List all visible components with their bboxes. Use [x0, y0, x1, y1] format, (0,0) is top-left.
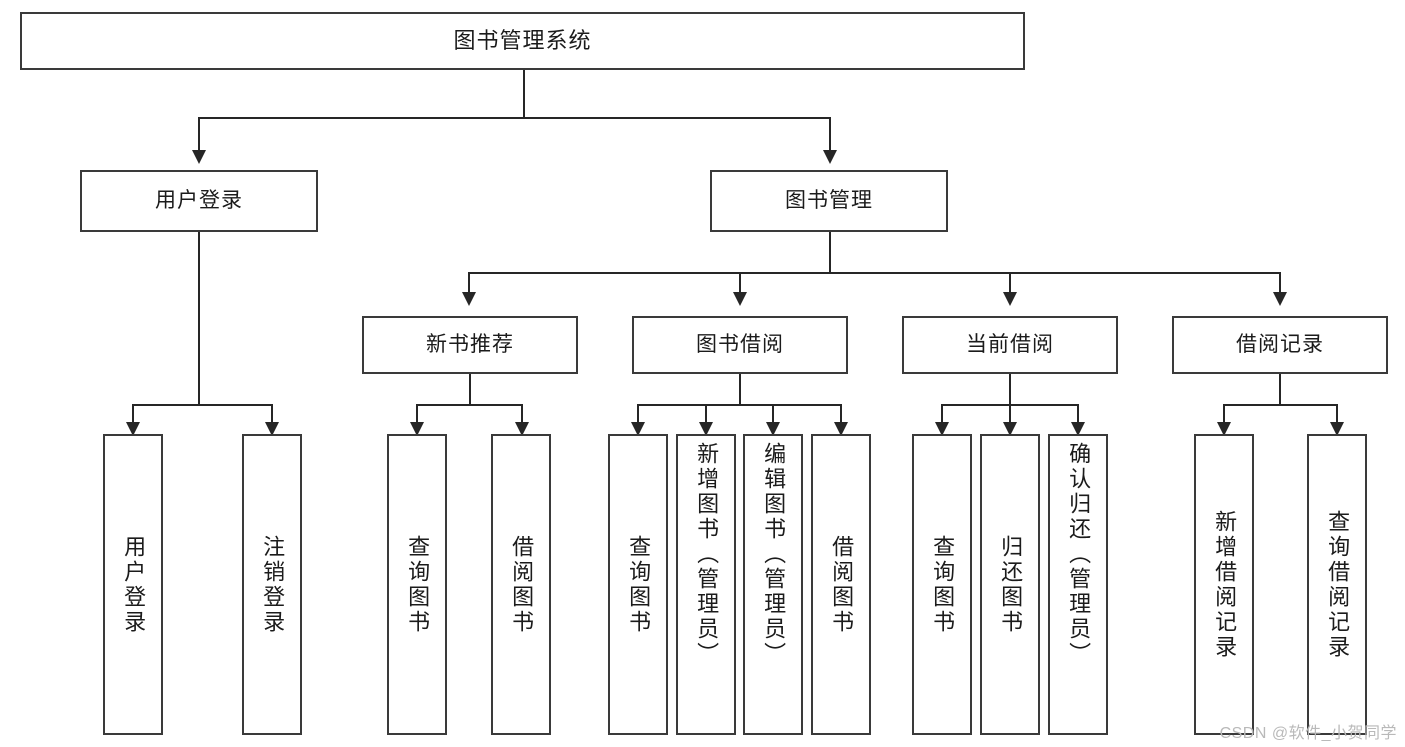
edge-level2-bus: [468, 272, 1280, 274]
arrow-to-book-management: [823, 150, 837, 164]
node-label: 图书借阅: [696, 333, 784, 357]
leaf-add-borrow-record[interactable]: 新增借阅记录: [1194, 434, 1254, 735]
arrow-to-borrow-record: [1273, 292, 1287, 306]
arrow-nbr-leaf-1: [410, 422, 424, 436]
edge-bb-drop-2: [705, 404, 707, 424]
node-label: 确认归还（管理员）: [1066, 442, 1092, 667]
leaf-borrow-book-recommend[interactable]: 借阅图书: [491, 434, 551, 735]
node-label: 归还图书: [998, 534, 1024, 635]
node-borrow-record[interactable]: 借阅记录: [1172, 316, 1388, 374]
node-label: 查询图书: [405, 534, 431, 635]
edge-user-login-stem: [198, 232, 200, 405]
arrow-cb-leaf-1: [935, 422, 949, 436]
node-label: 查询图书: [626, 534, 652, 635]
node-label: 查询借阅记录: [1325, 509, 1351, 660]
edge-cb-drop-1: [941, 404, 943, 424]
edge-br-drop-2: [1336, 404, 1338, 424]
edge-to-book-management: [829, 117, 831, 152]
arrow-br-leaf-1: [1217, 422, 1231, 436]
node-label: 借阅图书: [509, 534, 535, 635]
edge-user-login-drop-2: [271, 404, 273, 424]
edge-current-borrow-stem: [1009, 374, 1011, 405]
edge-to-user-login: [198, 117, 200, 152]
node-label: 用户登录: [121, 534, 147, 635]
node-new-book-recommend[interactable]: 新书推荐: [362, 316, 578, 374]
arrow-user-login-leaf-2: [265, 422, 279, 436]
edge-bb-drop-1: [637, 404, 639, 424]
edge-user-login-drop-1: [132, 404, 134, 424]
edge-book-borrow-stem: [739, 374, 741, 405]
node-label: 编辑图书（管理员）: [761, 442, 787, 667]
node-label: 图书管理系统: [453, 27, 592, 53]
edge-user-login-bus: [133, 404, 273, 406]
node-label: 查询图书: [930, 534, 956, 635]
edge-new-book-recommend-bus: [416, 404, 523, 406]
leaf-edit-book-admin[interactable]: 编辑图书（管理员）: [743, 434, 803, 735]
edge-level1-bus: [199, 117, 831, 119]
leaf-return-book[interactable]: 归还图书: [980, 434, 1040, 735]
arrow-bb-leaf-4: [834, 422, 848, 436]
arrow-bb-leaf-1: [631, 422, 645, 436]
watermark: CSDN @软件_小贺同学: [1219, 725, 1397, 742]
edge-book-borrow-bus: [637, 404, 841, 406]
node-label: 新书推荐: [426, 333, 514, 357]
edge-bb-drop-3: [772, 404, 774, 424]
edge-borrow-record-bus: [1223, 404, 1337, 406]
edge-to-current-borrow: [1009, 272, 1011, 294]
arrow-bb-leaf-2: [699, 422, 713, 436]
node-label: 图书管理: [785, 189, 873, 213]
arrow-bb-leaf-3: [766, 422, 780, 436]
leaf-borrow-book[interactable]: 借阅图书: [811, 434, 871, 735]
leaf-query-book-recommend[interactable]: 查询图书: [387, 434, 447, 735]
arrow-to-new-book-recommend: [462, 292, 476, 306]
node-user-login[interactable]: 用户登录: [80, 170, 318, 232]
node-label: 用户登录: [155, 189, 243, 213]
arrow-nbr-leaf-2: [515, 422, 529, 436]
edge-br-drop-1: [1223, 404, 1225, 424]
edge-borrow-record-stem: [1279, 374, 1281, 405]
leaf-add-book-admin[interactable]: 新增图书（管理员）: [676, 434, 736, 735]
node-label: 当前借阅: [966, 333, 1054, 357]
arrow-to-current-borrow: [1003, 292, 1017, 306]
arrow-user-login-leaf-1: [126, 422, 140, 436]
node-label: 借阅记录: [1236, 333, 1324, 357]
arrow-to-user-login: [192, 150, 206, 164]
leaf-query-book-current[interactable]: 查询图书: [912, 434, 972, 735]
edge-new-book-recommend-stem: [469, 374, 471, 405]
edge-bb-drop-4: [840, 404, 842, 424]
edge-to-borrow-record: [1279, 272, 1281, 294]
edge-to-book-borrow: [739, 272, 741, 294]
node-current-borrow[interactable]: 当前借阅: [902, 316, 1118, 374]
leaf-query-borrow-record[interactable]: 查询借阅记录: [1307, 434, 1367, 735]
edge-to-new-book-recommend: [468, 272, 470, 294]
node-label: 借阅图书: [829, 534, 855, 635]
node-book-management[interactable]: 图书管理: [710, 170, 948, 232]
node-root-system[interactable]: 图书管理系统: [20, 12, 1025, 70]
edge-root-stem: [523, 70, 525, 118]
edge-cb-drop-2: [1009, 404, 1011, 424]
arrow-cb-leaf-3: [1071, 422, 1085, 436]
edge-nbr-drop-2: [521, 404, 523, 424]
leaf-query-book-borrow[interactable]: 查询图书: [608, 434, 668, 735]
edge-cb-drop-3: [1077, 404, 1079, 424]
edge-book-management-stem: [829, 232, 831, 273]
arrow-cb-leaf-2: [1003, 422, 1017, 436]
arrow-br-leaf-2: [1330, 422, 1344, 436]
edge-nbr-drop-1: [416, 404, 418, 424]
leaf-logout[interactable]: 注销登录: [242, 434, 302, 735]
leaf-confirm-return-admin[interactable]: 确认归还（管理员）: [1048, 434, 1108, 735]
node-label: 新增图书（管理员）: [694, 442, 720, 667]
node-label: 注销登录: [260, 534, 286, 635]
arrow-to-book-borrow: [733, 292, 747, 306]
leaf-user-login[interactable]: 用户登录: [103, 434, 163, 735]
node-label: 新增借阅记录: [1212, 509, 1238, 660]
node-book-borrow[interactable]: 图书借阅: [632, 316, 848, 374]
